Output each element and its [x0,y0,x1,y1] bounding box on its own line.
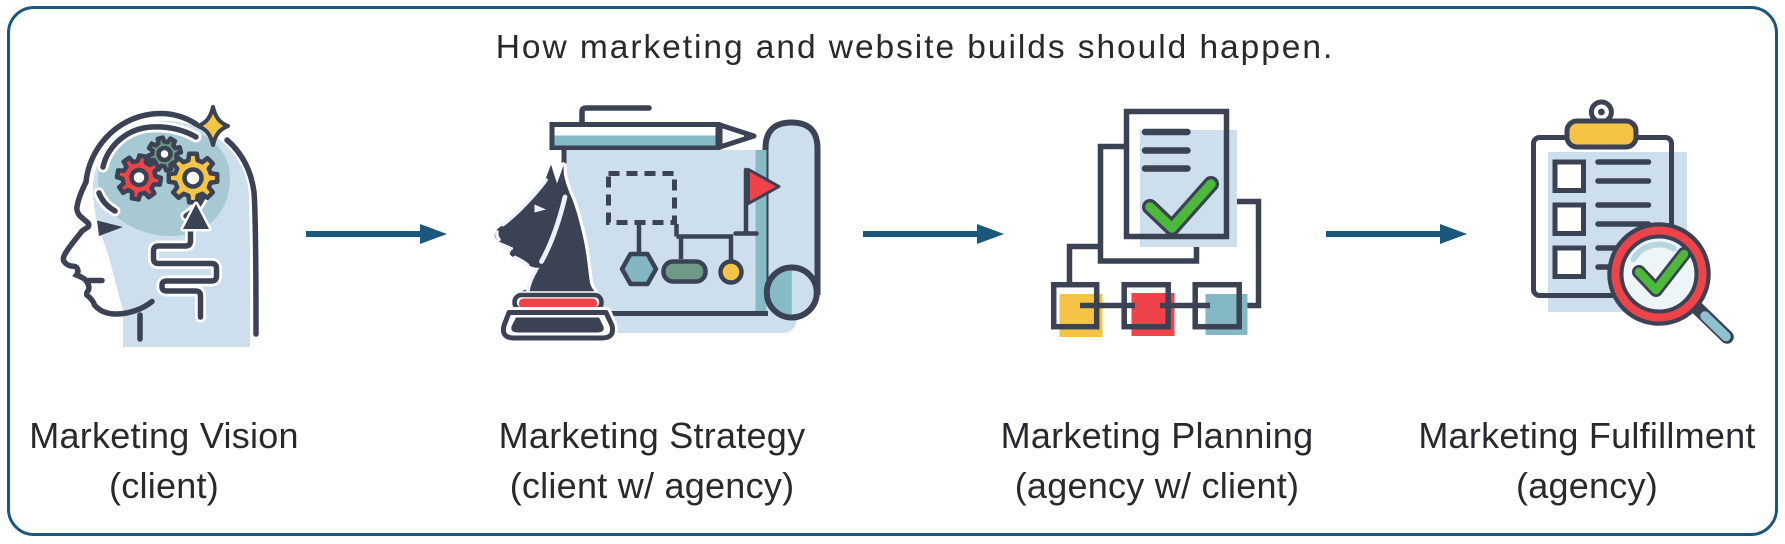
pen-clip [579,105,652,127]
diagram-frame-border [7,6,1778,536]
knight-piece [491,161,618,344]
eye-wedge [97,220,123,236]
skull-right [224,137,259,337]
stage-name: Marketing Strategy [498,415,806,456]
hexagon-shape [619,251,659,287]
arrow-3-icon [1326,224,1467,244]
stage-subtitle: (client) [108,465,220,506]
arrow-2-icon [863,224,1004,244]
chess-knight-blueprint-icon [491,105,821,344]
arrow-1-icon [306,224,447,244]
check-mark [1145,179,1216,233]
stage-label-marketing-vision: Marketing Vision (client) [29,411,298,511]
dashed-box [606,171,677,225]
stage-subtitle: (agency) [1515,465,1659,506]
stage-subtitle: (agency w/ client) [1014,465,1300,506]
document-checklist-flowchart-icon [1050,108,1262,337]
skull-outline [83,110,199,185]
circle-shape [718,259,744,285]
pen-icon [549,122,757,150]
stage-subtitle: (client w/ agency) [509,465,795,506]
flow-arrows [306,224,1467,244]
rect-shape [661,259,708,284]
head-gears-icon [60,105,259,347]
sparkle-icon [196,105,230,147]
diagram-title: How marketing and website builds should … [495,29,1335,66]
check-mark [1634,249,1689,295]
face-outline [60,179,155,317]
doc-outline [1123,108,1230,240]
clipboard-magnifier-icon [1531,99,1734,344]
stage-label-marketing-fulfillment: Marketing Fulfillment (agency) [1418,411,1755,511]
scroll-roll [762,119,821,295]
stage-name: Marketing Planning [1000,415,1314,456]
magnifier-check-icon [1607,222,1734,344]
stage-label-marketing-planning: Marketing Planning (agency w/ client) [1001,411,1314,511]
stage-name: Marketing Fulfillment [1418,415,1756,456]
flag-icon [733,167,781,236]
stage-name: Marketing Vision [29,415,299,456]
blueprint-sheet [564,150,765,313]
clipboard-clip [1564,118,1639,150]
stage-label-marketing-strategy: Marketing Strategy (client w/ agency) [499,411,806,511]
